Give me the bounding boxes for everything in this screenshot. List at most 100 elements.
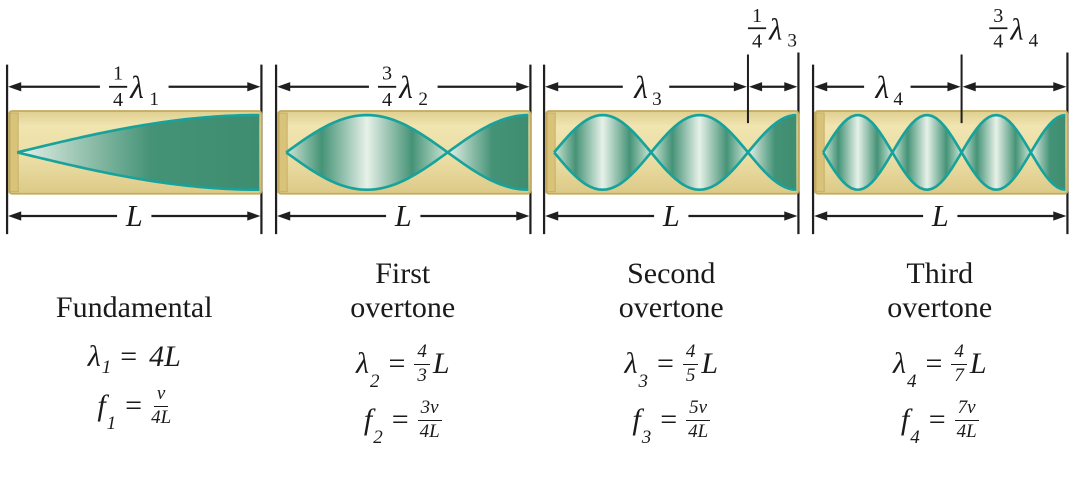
equals-sign: = — [391, 403, 409, 437]
fraction-numerator: 1 — [752, 5, 762, 27]
equation-rhs: L — [701, 347, 719, 381]
arrowhead-icon — [946, 82, 961, 92]
mode-name-line: First — [375, 257, 431, 291]
lambda-symbol: λ — [129, 70, 144, 105]
tube-closed-end-cap — [278, 112, 288, 193]
arrowhead-icon — [813, 211, 827, 221]
arrowhead-icon — [1052, 82, 1066, 92]
arrowhead-icon — [515, 82, 529, 92]
arrowhead-icon — [784, 82, 798, 92]
tube-closed-end-cap — [815, 112, 825, 193]
equation-lhs-symbol: f — [363, 403, 373, 437]
wave-envelope-lower-curve — [16, 151, 260, 192]
equation-lhs-symbol: f — [632, 403, 641, 437]
mode-name-line: overtone — [618, 290, 724, 324]
wave-envelope-segment — [17, 115, 260, 190]
lambda-subscript: 4 — [1028, 30, 1038, 51]
equation-lhs-subscript: 2 — [369, 371, 380, 393]
equation-lhs-subscript: 3 — [638, 371, 648, 393]
lambda-symbol: λ — [1009, 12, 1023, 46]
equation-lhs-symbol: λ — [892, 347, 906, 381]
equation-lhs-subscript: 4 — [906, 371, 917, 393]
arrowhead-icon — [733, 82, 747, 92]
equals-sign: = — [388, 347, 406, 381]
fraction-denominator: 4L — [419, 420, 440, 442]
arrowhead-icon — [276, 211, 290, 221]
equals-sign: = — [928, 403, 946, 437]
equals-sign: = — [125, 389, 143, 423]
length-label: L — [393, 199, 411, 233]
arrowhead-icon — [276, 82, 290, 92]
equation-rhs: L — [969, 347, 987, 381]
arrowhead-icon — [8, 82, 22, 92]
fraction-denominator: 5 — [685, 364, 696, 386]
wave-envelope-upper-curve — [821, 113, 1066, 192]
fraction-denominator: 4 — [752, 30, 762, 52]
mode-name-line: Fundamental — [55, 290, 213, 324]
fraction-denominator: 7 — [954, 364, 964, 386]
lambda-symbol: λ — [398, 70, 413, 105]
lambda-subscript: 3 — [787, 30, 797, 51]
wave-envelope-segment — [822, 115, 892, 190]
lambda-subscript: 4 — [893, 89, 903, 110]
equation-lhs-symbol: λ — [624, 347, 638, 381]
equals-sign: = — [660, 403, 678, 437]
equation-rhs: 4L — [149, 340, 181, 374]
wave-envelope-upper-curve — [553, 113, 797, 192]
arrowhead-icon — [545, 82, 559, 92]
equation-rhs: L — [432, 347, 450, 381]
equation-lhs-symbol: f — [97, 389, 106, 423]
lambda-symbol: λ — [768, 12, 782, 46]
fraction-numerator: 5v — [686, 398, 711, 421]
tube-closed-end-cap — [9, 112, 19, 193]
lambda-symbol: λ — [633, 70, 648, 105]
fraction-numerator: 4 — [951, 342, 967, 365]
length-label: L — [662, 199, 680, 233]
equation-lhs-symbol: λ — [87, 340, 101, 374]
wave-envelope-segment — [651, 115, 748, 190]
mode-name-line: overtone — [350, 290, 456, 324]
arrowhead-icon — [545, 211, 559, 221]
fraction-numerator: 7v — [954, 398, 979, 421]
wave-envelope-upper-curve — [284, 113, 528, 192]
wave-envelope-upper-curve — [16, 113, 260, 154]
equals-sign: = — [656, 347, 674, 381]
fraction-numerator: 4 — [682, 342, 699, 365]
wave-envelope-segment — [554, 115, 652, 190]
arrowhead-icon — [813, 82, 827, 92]
fraction-numerator: 3v — [417, 398, 442, 421]
tube-closed-end-cap — [546, 112, 556, 193]
mode-name-line: Third — [906, 257, 974, 291]
wave-envelope-segment — [747, 115, 797, 190]
wave-envelope-segment — [891, 115, 962, 190]
fraction-denominator: 4 — [382, 89, 392, 111]
length-label: L — [125, 199, 143, 233]
arrowhead-icon — [748, 82, 763, 92]
wave-envelope-segment — [447, 115, 528, 190]
arrowhead-icon — [962, 82, 976, 92]
arrowhead-icon — [247, 211, 261, 221]
lambda-symbol: λ — [874, 70, 889, 105]
equation-lhs-subscript: 1 — [106, 413, 117, 435]
lambda-subscript: 2 — [418, 89, 428, 110]
arrowhead-icon — [8, 211, 22, 221]
equation-lhs-subscript: 3 — [641, 427, 652, 449]
wave-envelope-lower-curve — [553, 113, 797, 192]
